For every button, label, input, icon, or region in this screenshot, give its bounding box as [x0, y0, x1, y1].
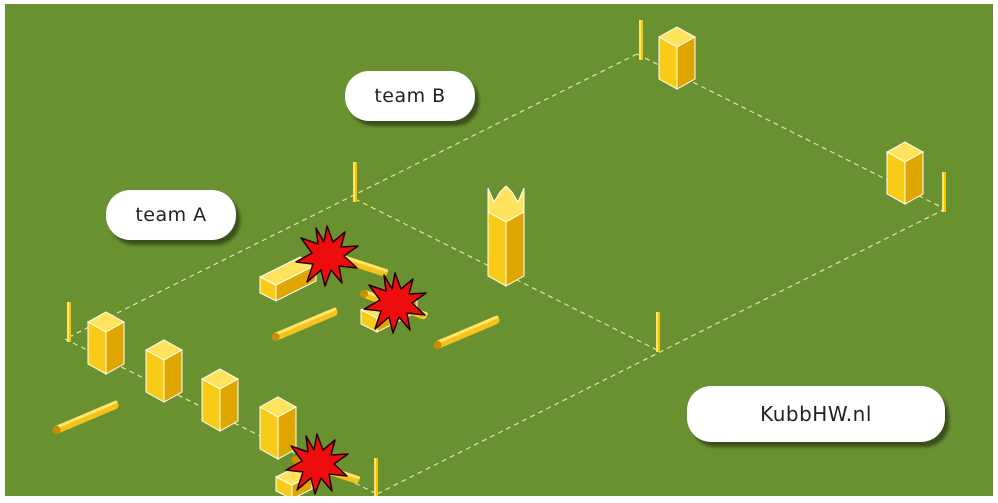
center-stake-right	[656, 312, 660, 352]
team-b-label: team B	[345, 71, 475, 121]
kubb-team-a-2	[146, 340, 182, 402]
kubb-team-a-3	[202, 369, 238, 431]
kubb-team-a-1	[88, 312, 124, 374]
king	[488, 186, 524, 286]
corner-stake-left	[67, 302, 71, 342]
team-a-label: team A	[106, 190, 236, 240]
corner-stake-right	[942, 172, 946, 212]
site-name-label: KubbHW.nl	[687, 386, 945, 442]
corner-stake-top	[639, 20, 643, 60]
kubb-team-a-4	[260, 397, 296, 459]
kubb-team-b-1	[659, 27, 695, 89]
center-stake-left	[353, 162, 357, 202]
corner-stake-bottom	[374, 458, 378, 496]
kubb-team-b-2	[887, 142, 923, 204]
